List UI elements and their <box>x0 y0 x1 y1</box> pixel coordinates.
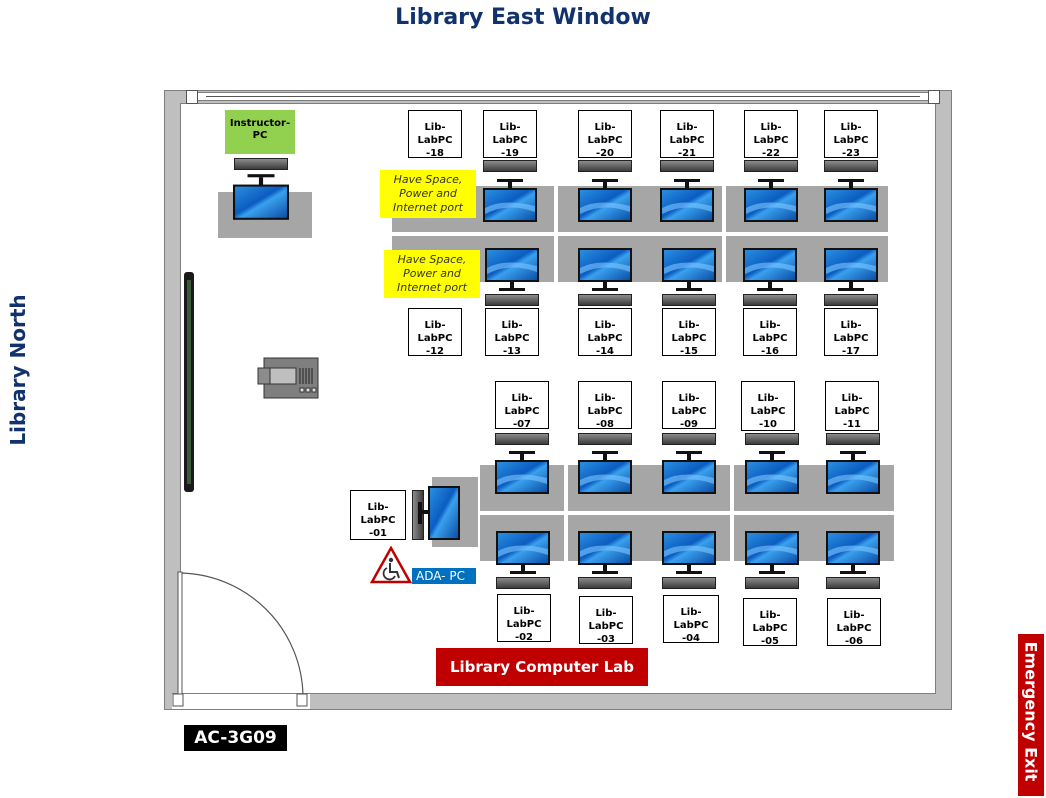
cpu-07 <box>495 433 549 445</box>
cpu-21 <box>660 160 714 172</box>
monitor-03 <box>578 531 632 575</box>
monitor-10 <box>745 450 799 494</box>
instructor-monitor <box>233 174 289 220</box>
page-title: Library East Window <box>395 5 651 30</box>
monitor-19 <box>483 178 537 222</box>
pc-label-02: Lib-LabPC -02 <box>497 594 551 643</box>
room-name-label: Library Computer Lab <box>436 648 648 686</box>
doorway <box>172 693 310 710</box>
emergency-exit-label: Emergency Exit <box>1021 641 1041 782</box>
pc-label-21: Lib-LabPC -21 <box>660 110 714 159</box>
monitor-16 <box>743 248 797 292</box>
monitor-04 <box>662 531 716 575</box>
monitor-11 <box>826 450 880 494</box>
cpu-15 <box>662 294 716 306</box>
door-swing <box>172 571 308 707</box>
wheelchair-icon <box>370 546 412 584</box>
cpu-04 <box>662 577 716 589</box>
pc-label-07: Lib-LabPC -07 <box>495 381 549 430</box>
monitor-21 <box>660 178 714 222</box>
monitor-01 <box>418 486 460 540</box>
cpu-13 <box>485 294 539 306</box>
monitor-06 <box>826 531 880 575</box>
pc-label-22: Lib-LabPC -22 <box>744 110 798 159</box>
monitor-09 <box>662 450 716 494</box>
monitor-13 <box>485 248 539 292</box>
pc-label-12: Lib-LabPC -12 <box>408 308 462 357</box>
whiteboard-surface <box>187 280 191 484</box>
pc-label-10: Lib-LabPC -10 <box>741 381 795 431</box>
cpu-08 <box>578 433 632 445</box>
cpu-02 <box>496 577 550 589</box>
monitor-05 <box>745 531 799 575</box>
cpu-10 <box>745 433 799 445</box>
cpu-19 <box>483 160 537 172</box>
pc-label-04: Lib-LabPC -04 <box>663 595 719 644</box>
instructor-cpu <box>234 158 288 170</box>
pc-label-18: Lib-LabPC -18 <box>408 110 462 159</box>
cpu-05 <box>745 577 799 589</box>
pc-label-11: Lib-LabPC -11 <box>825 381 879 431</box>
pc-label-05: Lib-LabPC -05 <box>743 598 797 647</box>
cpu-06 <box>826 577 880 589</box>
pc-label-23: Lib-LabPC -23 <box>824 110 878 159</box>
monitor-15 <box>662 248 716 292</box>
room-code-label: AC-3G09 <box>184 725 287 751</box>
note-space-power-2: Have Space, Power and Internet port <box>384 250 480 298</box>
pc-label-20: Lib-LabPC -20 <box>578 110 632 159</box>
monitor-14 <box>578 248 632 292</box>
pc-label-09: Lib-LabPC -09 <box>662 381 716 430</box>
cpu-20 <box>578 160 632 172</box>
pc-label-19: Lib-LabPC -19 <box>483 110 537 159</box>
monitor-20 <box>578 178 632 222</box>
pc-label-01: Lib-LabPC -01 <box>350 490 406 540</box>
pc-label-08: Lib-LabPC -08 <box>578 381 632 430</box>
monitor-22 <box>744 178 798 222</box>
pc-label-15: Lib-LabPC -15 <box>662 308 716 357</box>
monitor-02 <box>496 531 550 575</box>
pc-label-14: Lib-LabPC -14 <box>578 308 632 357</box>
cpu-23 <box>824 160 878 172</box>
emergency-exit-sign: Emergency Exit <box>1018 634 1044 796</box>
cpu-09 <box>662 433 716 445</box>
printer-icon <box>257 357 319 399</box>
cpu-17 <box>824 294 878 306</box>
cpu-11 <box>826 433 880 445</box>
pc-label-16: Lib-LabPC -16 <box>743 308 797 357</box>
pc-label-13: Lib-LabPC -13 <box>485 308 539 357</box>
monitor-07 <box>495 450 549 494</box>
instructor-pc-label: Instructor- PC <box>225 110 295 154</box>
window-frame-right <box>928 90 940 104</box>
ada-pc-label: ADA- PC <box>412 568 476 584</box>
cpu-03 <box>578 577 632 589</box>
monitor-23 <box>824 178 878 222</box>
cpu-22 <box>744 160 798 172</box>
window-frame-left <box>186 90 198 104</box>
cpu-14 <box>578 294 632 306</box>
cpu-16 <box>743 294 797 306</box>
pc-label-06: Lib-LabPC -06 <box>827 598 881 647</box>
monitor-17 <box>824 248 878 292</box>
pc-label-17: Lib-LabPC -17 <box>824 308 878 357</box>
monitor-08 <box>578 450 632 494</box>
north-label: Library North <box>6 294 30 446</box>
window-glass-line <box>206 96 920 97</box>
pc-label-03: Lib-LabPC -03 <box>579 596 633 645</box>
note-space-power-1: Have Space, Power and Internet port <box>380 170 476 218</box>
